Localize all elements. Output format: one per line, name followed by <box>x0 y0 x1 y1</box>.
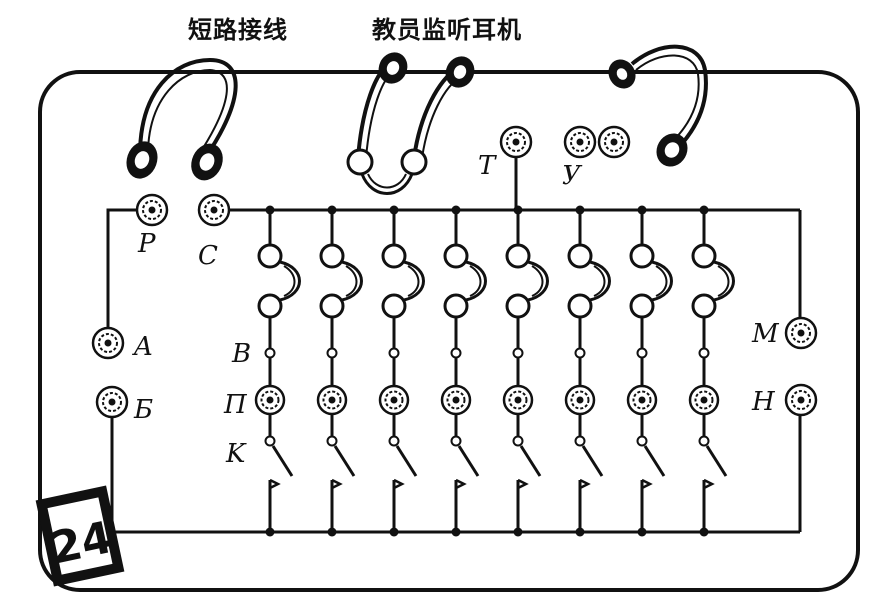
switch-blade[interactable] <box>333 445 356 477</box>
plug-cord <box>713 260 735 302</box>
switch-blade[interactable] <box>395 445 418 477</box>
switch-blade[interactable] <box>457 445 480 477</box>
label-m: M <box>751 319 780 349</box>
plug-upper[interactable] <box>567 243 593 269</box>
station-4 <box>440 205 487 537</box>
jack-b-left[interactable] <box>95 385 129 419</box>
contact-b <box>388 347 400 359</box>
caption-teacher-headphones: 教员监听耳机 <box>372 16 522 44</box>
panel-outline <box>38 70 860 592</box>
plug-upper[interactable] <box>691 243 717 269</box>
terminal-flag <box>516 478 529 492</box>
plug-lower[interactable] <box>567 293 593 319</box>
label-a: A <box>132 332 153 362</box>
label-c: C <box>198 241 218 271</box>
switch-blade[interactable] <box>581 445 604 477</box>
plug-upper[interactable] <box>257 243 283 269</box>
wire-p-a <box>106 208 138 328</box>
label-h: H <box>751 387 776 417</box>
plug-cord <box>279 260 301 302</box>
label-b-left: Б <box>133 395 153 425</box>
plug-cord <box>403 260 425 302</box>
contact-b <box>698 347 710 359</box>
plug-cord <box>465 260 487 302</box>
jack-c[interactable] <box>197 193 231 227</box>
wire-b-bottom <box>110 416 270 534</box>
terminal-flag <box>578 478 591 492</box>
contact-k <box>450 435 462 447</box>
plug-lower[interactable] <box>629 293 655 319</box>
contact-k <box>512 435 524 447</box>
jack-m[interactable] <box>784 316 818 350</box>
shortcut-patch-cord[interactable] <box>121 57 238 186</box>
jack-p[interactable] <box>135 193 169 227</box>
plug-cord <box>589 260 611 302</box>
plug-lower[interactable] <box>319 293 345 319</box>
station-3 <box>378 205 425 537</box>
plug-lower[interactable] <box>257 293 283 319</box>
terminal-flag <box>640 478 653 492</box>
jack-y-2[interactable] <box>597 125 631 159</box>
plug-lower[interactable] <box>505 293 531 319</box>
contact-b <box>512 347 524 359</box>
plug-upper[interactable] <box>381 243 407 269</box>
terminal-flag <box>702 478 715 492</box>
switch-blade[interactable] <box>643 445 666 477</box>
station-7 <box>626 205 673 537</box>
logo-badge: 24 <box>35 485 125 587</box>
contact-b <box>636 347 648 359</box>
plug-upper[interactable] <box>505 243 531 269</box>
plug-cord <box>527 260 549 302</box>
logo-text: 24 <box>46 512 116 575</box>
label-y: У <box>562 161 583 191</box>
plug-upper[interactable] <box>319 243 345 269</box>
plug-upper[interactable] <box>629 243 655 269</box>
terminal-flag <box>454 478 467 492</box>
contact-k <box>574 435 586 447</box>
label-t: T <box>478 151 497 181</box>
contact-b <box>326 347 338 359</box>
teacher-headphones[interactable] <box>346 48 479 195</box>
label-k: K <box>225 439 247 469</box>
plug-cord <box>651 260 673 302</box>
contact-k <box>326 435 338 447</box>
student-headset-cord[interactable] <box>603 44 708 173</box>
terminal-flag <box>268 478 281 492</box>
jack-h[interactable] <box>784 383 818 417</box>
label-p: P <box>137 229 156 259</box>
station-8 <box>688 205 735 537</box>
label-b: B <box>231 339 251 369</box>
terminal-flag <box>392 478 405 492</box>
plug-upper[interactable] <box>443 243 469 269</box>
student-stations <box>254 205 735 537</box>
jack-t[interactable] <box>499 125 533 159</box>
jack-a[interactable] <box>91 326 125 360</box>
contact-b <box>264 347 276 359</box>
station-2 <box>316 205 363 537</box>
plug-lower[interactable] <box>381 293 407 319</box>
switch-blade[interactable] <box>271 445 294 477</box>
contact-k <box>264 435 276 447</box>
station-6 <box>564 205 611 537</box>
label-pi: П <box>223 390 248 420</box>
caption-shortcut-wire: 短路接线 <box>188 16 288 44</box>
contact-b <box>450 347 462 359</box>
terminal-flag <box>330 478 343 492</box>
contact-k <box>698 435 710 447</box>
station-1 <box>254 205 301 537</box>
contact-k <box>636 435 648 447</box>
plug-cord <box>341 260 363 302</box>
switch-blade[interactable] <box>705 445 728 477</box>
contact-k <box>388 435 400 447</box>
station-5 <box>502 205 549 537</box>
plug-lower[interactable] <box>691 293 717 319</box>
jack-y-1[interactable] <box>563 125 597 159</box>
plug-lower[interactable] <box>443 293 469 319</box>
switch-blade[interactable] <box>519 445 542 477</box>
contact-b <box>574 347 586 359</box>
